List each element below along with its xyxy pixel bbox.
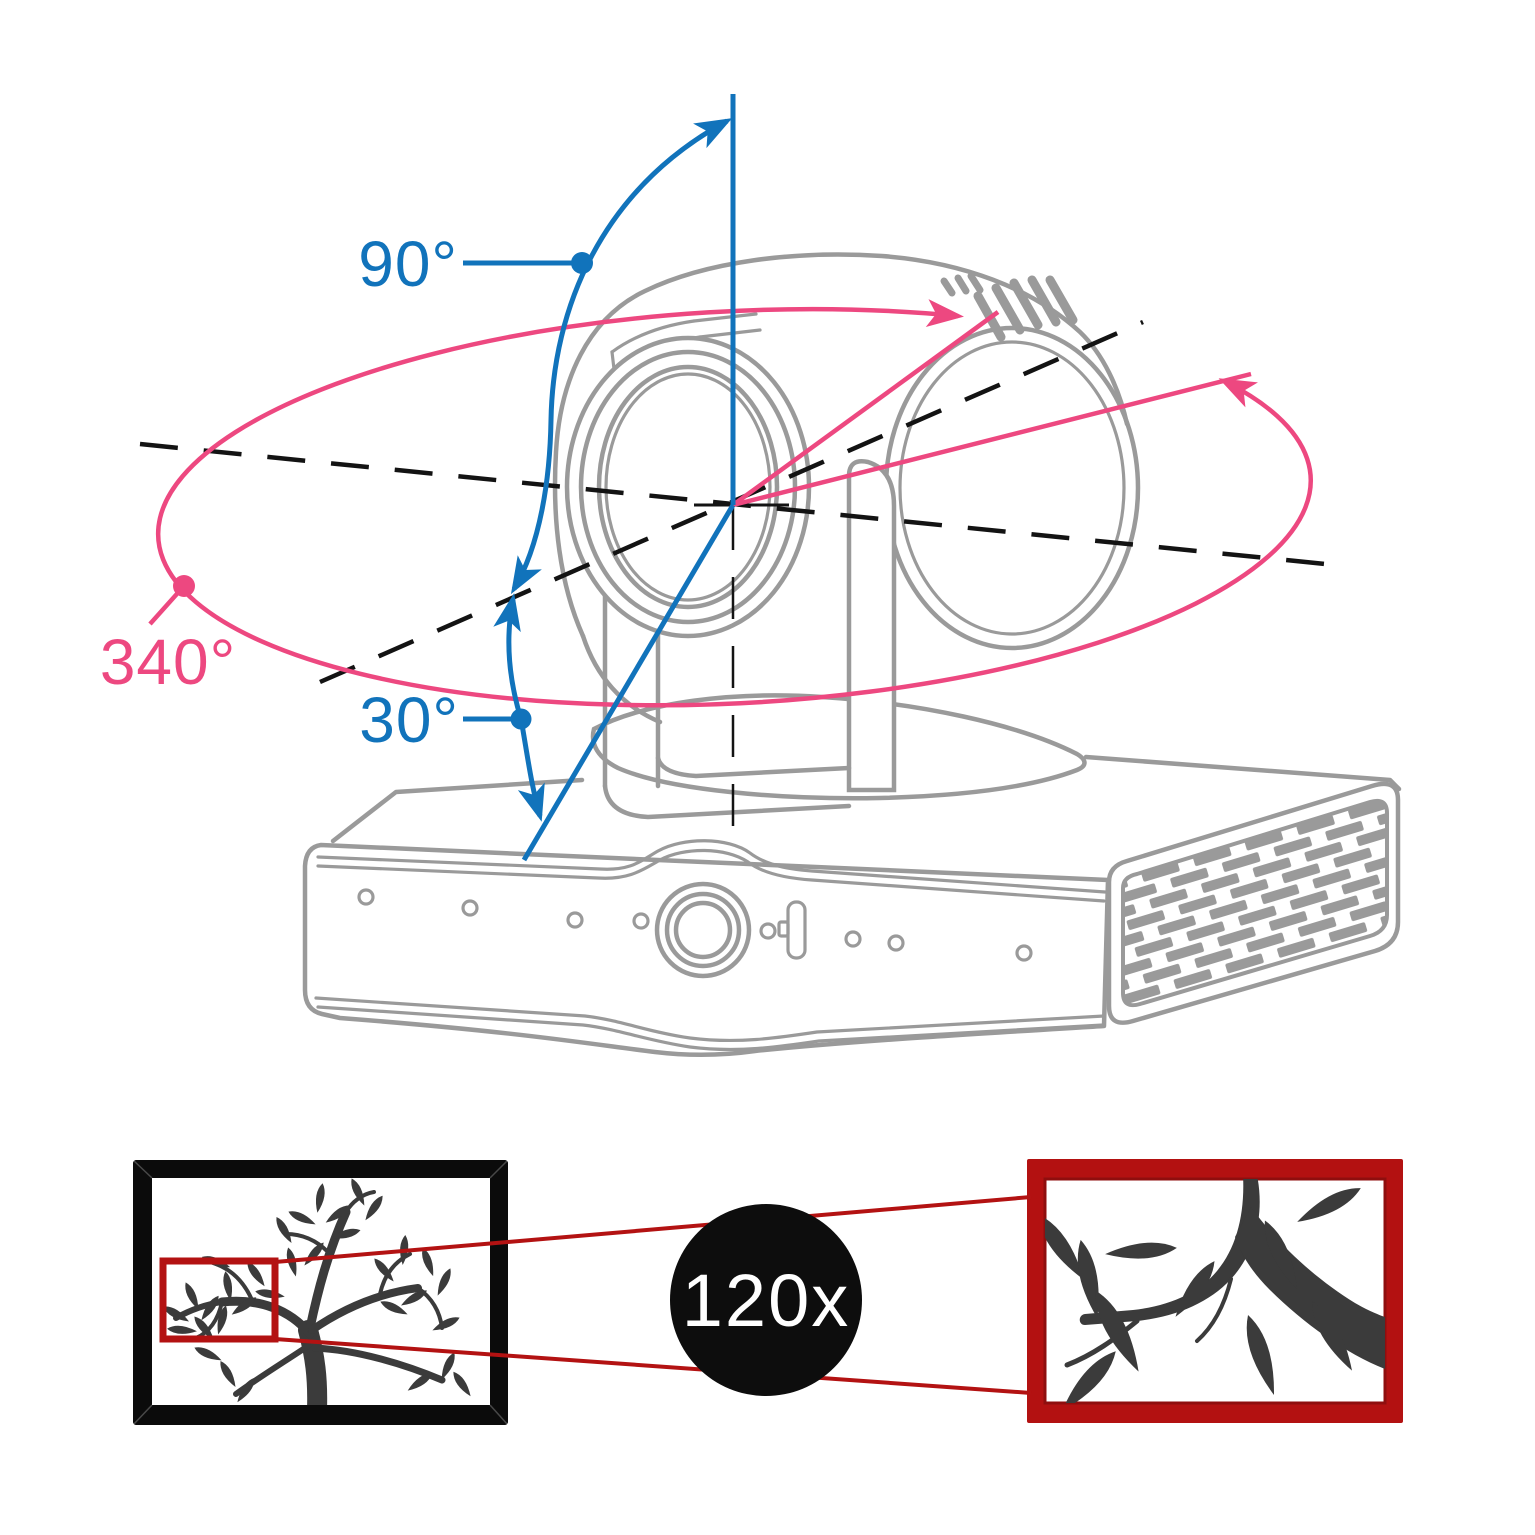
- wide-view-frame: [132, 1159, 509, 1426]
- zoom-badge: 120x: [670, 1204, 862, 1396]
- camera-illustration: [302, 252, 1402, 1058]
- pan-leader-line: [148, 584, 186, 626]
- base-top-seam-2: [316, 848, 1106, 903]
- zoom-illustration: 120x: [132, 1159, 1403, 1426]
- camera-base: [302, 754, 1402, 1058]
- base-bottom-seam: [314, 996, 1106, 1043]
- pan-label: 340°: [100, 626, 236, 698]
- base-lens: [654, 881, 752, 979]
- wide-frame-miters: [132, 1159, 509, 1426]
- callout-line-top: [274, 1195, 1032, 1264]
- head-rear-cylinder-rim: [898, 340, 1126, 636]
- head-lens-outer: [564, 335, 812, 639]
- branch-silhouette: [1045, 1179, 1385, 1403]
- head-speaker-ticks: [940, 272, 984, 297]
- bracket-right-arm: [846, 459, 897, 793]
- zoom-region-rect: [159, 1257, 279, 1343]
- base-side-grille-slots: [1121, 798, 1389, 1008]
- tilt-up-label: 90°: [358, 228, 458, 300]
- zoom-callout-lines: [274, 1195, 1032, 1395]
- base-top-seam: [316, 839, 1107, 894]
- pan-radius-line-1: [731, 310, 1000, 507]
- tilt-down-label: 30°: [359, 684, 459, 756]
- head-shell-lower: [580, 633, 663, 725]
- pan-radius-line-2: [732, 371, 1252, 508]
- base-top-face-edges: [330, 754, 1402, 844]
- pan-rotation-indicator: 340°: [100, 299, 1314, 708]
- camera-pedestal: [590, 693, 1087, 801]
- pan-ellipse-arc: [155, 299, 1314, 708]
- base-mic-holes: [357, 888, 1033, 962]
- head-rear-cylinder: [883, 325, 1141, 651]
- base-connector: [777, 900, 807, 960]
- zoom-badge-label: 120x: [682, 1259, 850, 1342]
- bracket-bottom: [602, 755, 852, 820]
- tele-view-frame: [1027, 1159, 1403, 1423]
- base-bottom-seam-2: [316, 1005, 1105, 1052]
- tilt-arc-upper: [510, 118, 733, 595]
- tilt-rotation-indicator: 90° 30°: [358, 94, 736, 862]
- base-front-face: [302, 842, 1111, 1058]
- callout-line-bottom: [274, 1337, 1032, 1395]
- base-side-grille-outer: [1106, 781, 1401, 1025]
- zoom-badge-circle: [670, 1204, 862, 1396]
